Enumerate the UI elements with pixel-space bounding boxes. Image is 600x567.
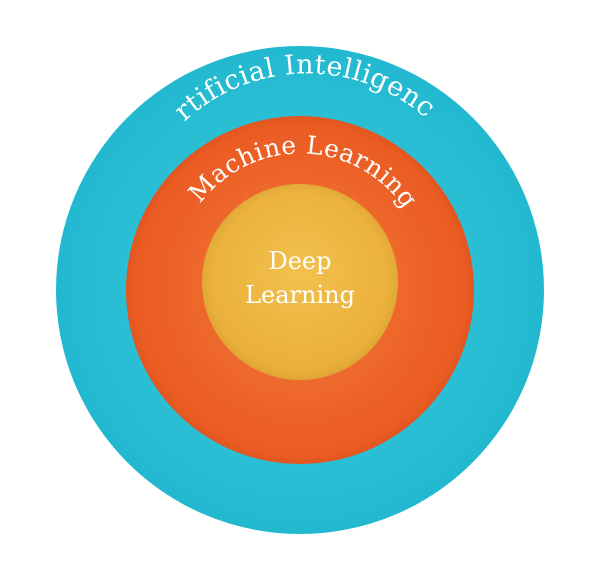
inner-circle-dl bbox=[202, 184, 398, 380]
inner-label-line2: Learning bbox=[245, 281, 355, 309]
inner-label-line1: Deep bbox=[268, 247, 331, 275]
